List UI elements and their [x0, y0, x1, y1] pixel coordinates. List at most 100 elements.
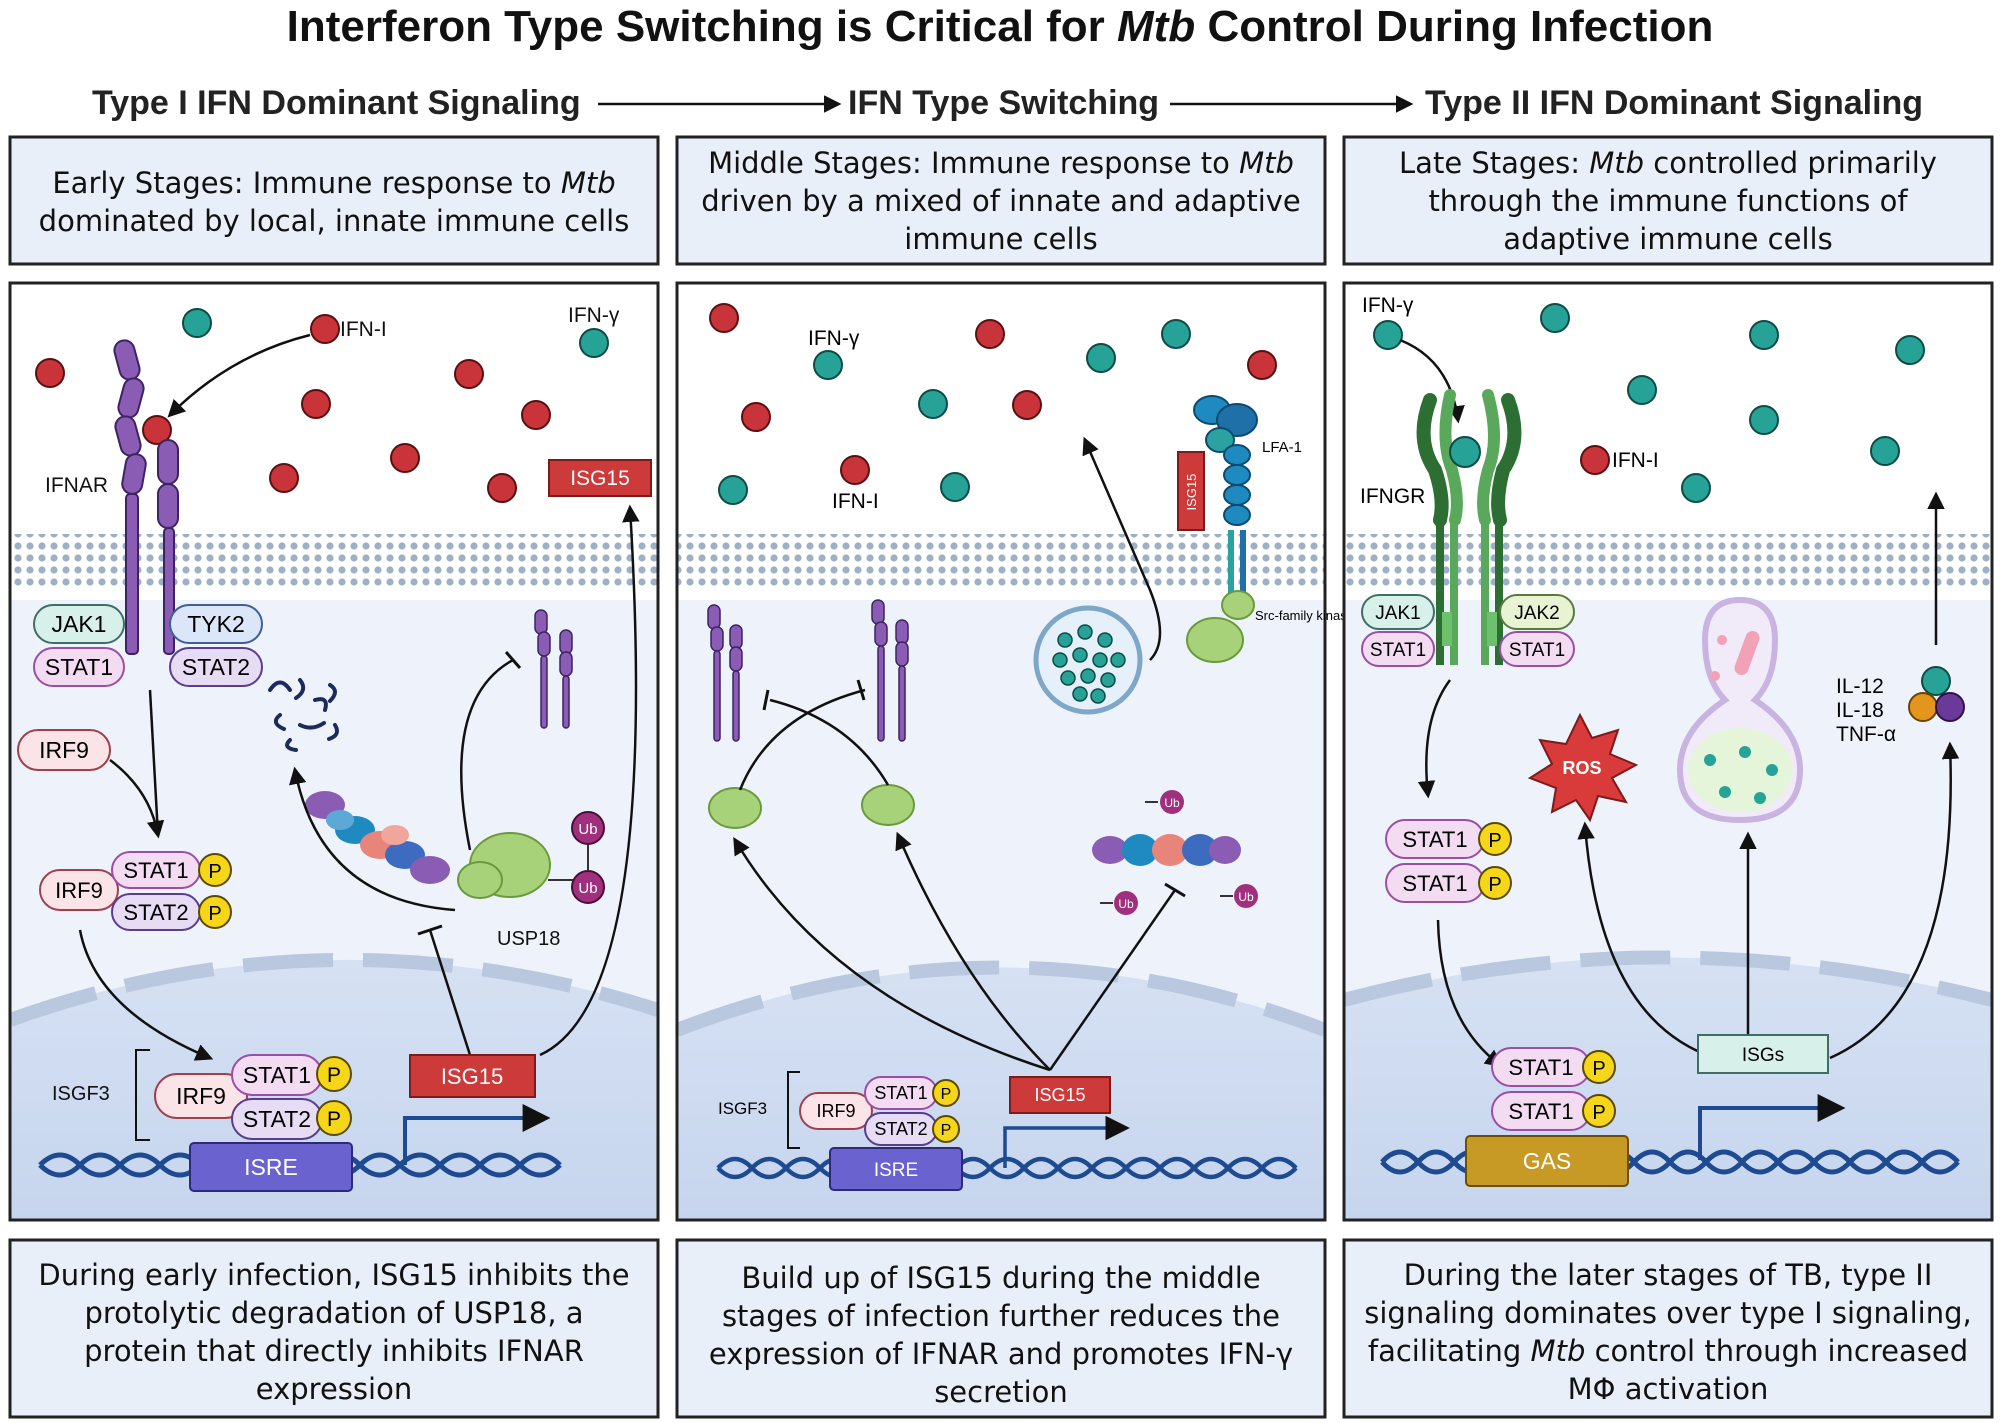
- label-ifn-i: IFN-I: [340, 318, 387, 341]
- stat1-dimer-nuclear: STAT1 STAT1 P P: [1491, 1047, 1616, 1131]
- svg-text:P: P: [208, 861, 221, 883]
- label-isgf3: ISGF3: [52, 1083, 110, 1105]
- caption-text-middle: Build up of ISG15 during the middle stag…: [708, 1261, 1294, 1409]
- isg15-transcript: [409, 1054, 536, 1098]
- title-suffix: Control During Infection: [1195, 2, 1714, 51]
- stat2-label: STAT2: [182, 654, 250, 680]
- svg-text:STAT1: STAT1: [1509, 640, 1565, 661]
- caption-text-early: During early infection, ISG15 inhibits t…: [38, 1258, 630, 1406]
- tyk2-label: TYK2: [187, 611, 245, 637]
- svg-text:STAT1: STAT1: [1370, 640, 1426, 661]
- arrow-irf9: [109, 759, 165, 839]
- ifnar-small-2: [707, 599, 909, 742]
- ros-label: ROS: [1562, 758, 1601, 778]
- irf9-free: [17, 729, 111, 771]
- panel-late: IFN-γ IFN-I IFNGR JAK1: [1342, 281, 1994, 1222]
- isre-element: [189, 1142, 353, 1192]
- caption-box-middle: [675, 1238, 1327, 1419]
- proteasome: [305, 791, 450, 884]
- arrow-ifng-binding: [1399, 338, 1465, 424]
- cell-membrane: [10, 534, 658, 588]
- isgf3-cytoplasmic: IRF9 STAT1 STAT2 P P: [39, 851, 232, 931]
- figure-title: Interferon Type Switching is Critical fo…: [0, 2, 2000, 52]
- cell-membrane-2: [677, 534, 1325, 588]
- transcription-arrow: [403, 1104, 551, 1165]
- svg-text:P: P: [941, 1122, 952, 1139]
- isg15-vertical: [1177, 451, 1205, 531]
- stage-text-early: Early Stages: Immune response to Mtb dom…: [38, 166, 630, 238]
- svg-text:IRF9: IRF9: [176, 1083, 226, 1109]
- degraded-fragments: [268, 678, 339, 752]
- isg15-transcript-2-label: ISG15: [1034, 1085, 1085, 1105]
- arrow-to-nucleus: [78, 929, 214, 1061]
- header-type1: Type I IFN Dominant Signaling: [92, 84, 581, 122]
- svg-text:STAT2: STAT2: [243, 1106, 311, 1132]
- arrow-stat-down: [148, 689, 160, 836]
- vesicle-ifn-g: [1033, 605, 1143, 715]
- isgf3-nuclear: IRF9 STAT1 STAT2 P P: [154, 1054, 352, 1140]
- title-prefix: Interferon Type Switching is Critical fo…: [286, 2, 1118, 51]
- irf9-free-label: IRF9: [39, 737, 89, 763]
- stat1-label: STAT1: [45, 654, 113, 680]
- ifnar-receptor: [113, 339, 179, 655]
- isg15-vertical-label: ISG15: [1184, 474, 1199, 511]
- svg-text:P: P: [1488, 830, 1501, 852]
- cytokines: [1908, 666, 1965, 722]
- svg-text:P: P: [1488, 874, 1501, 896]
- ifn-g-molecules-3: [1373, 303, 1925, 503]
- isre-element-2: [829, 1147, 963, 1191]
- inhibit-ifnar-b: [769, 698, 890, 786]
- label-il18: IL-18: [1836, 699, 1884, 722]
- ifn-i-molecules: [35, 314, 551, 503]
- arrow-to-usp18-a: [733, 836, 1051, 1072]
- svg-text:STAT2: STAT2: [874, 1119, 927, 1139]
- usp18-protein: Ub Ub: [457, 811, 605, 904]
- label-tnfa: TNF-α: [1836, 723, 1896, 746]
- svg-text:P: P: [327, 1108, 341, 1131]
- panel-early: IFN-I IFN-γ IFNAR ISG15: [8, 281, 660, 1222]
- stage-box-middle: [675, 135, 1327, 266]
- label-usp18: USP18: [497, 928, 560, 950]
- svg-text:P: P: [327, 1064, 341, 1087]
- proteasome-2: [1092, 834, 1241, 866]
- phagolysosome: [1676, 596, 1804, 824]
- arrow-ifn-binding: [167, 333, 311, 418]
- nuclear-envelope: [10, 952, 658, 1027]
- svg-text:P: P: [208, 903, 221, 925]
- svg-text:STAT2: STAT2: [123, 900, 188, 925]
- caption-text-late: During the later stages of TB, type II s…: [1364, 1258, 1972, 1406]
- isg15-transcript-label: ISG15: [441, 1064, 503, 1089]
- usp18-2: [708, 784, 915, 829]
- svg-text:P: P: [1592, 1102, 1605, 1124]
- ros-burst: [1527, 712, 1639, 823]
- svg-text:STAT1: STAT1: [1402, 827, 1467, 852]
- arrow-secretion: [1082, 436, 1162, 661]
- label-src-kinase: Src-family kinase: [1255, 608, 1354, 623]
- label-ifn-g: IFN-γ: [568, 304, 620, 327]
- isgf3-nuclear-2: IRF9 STAT1 STAT2 P P: [799, 1076, 960, 1146]
- ifn-i-molecule-3: [1580, 445, 1610, 475]
- arrow-proteasome: [289, 766, 456, 912]
- isre-label: ISRE: [244, 1154, 298, 1180]
- isg15-transcript-2: [1009, 1076, 1111, 1114]
- svg-text:STAT1: STAT1: [123, 858, 188, 883]
- inhibit-ifnar: [460, 658, 514, 851]
- isg15-secreted: [548, 459, 652, 497]
- ub-tags-2: Ub Ub Ub: [1100, 790, 1258, 915]
- svg-text:Ub: Ub: [578, 880, 597, 897]
- svg-text:Ub: Ub: [1164, 796, 1180, 810]
- jak-stat-complex: JAK1 STAT1 TYK2 STAT2: [33, 604, 263, 687]
- svg-text:STAT1: STAT1: [1508, 1099, 1573, 1124]
- svg-text:JAK2: JAK2: [1514, 603, 1559, 624]
- lfa1-receptor: [1193, 395, 1258, 600]
- svg-text:P: P: [941, 1086, 952, 1103]
- inhibit-usp18-degradation: [428, 929, 472, 1056]
- inhibit-proteasome-2: [1048, 889, 1177, 1071]
- svg-text:Ub: Ub: [1118, 897, 1134, 911]
- label-il12: IL-12: [1836, 675, 1884, 698]
- svg-text:IRF9: IRF9: [55, 878, 103, 903]
- label-ifngr: IFNGR: [1360, 485, 1425, 508]
- isgs-transcript: [1697, 1034, 1829, 1074]
- ifnar-small: [534, 609, 573, 729]
